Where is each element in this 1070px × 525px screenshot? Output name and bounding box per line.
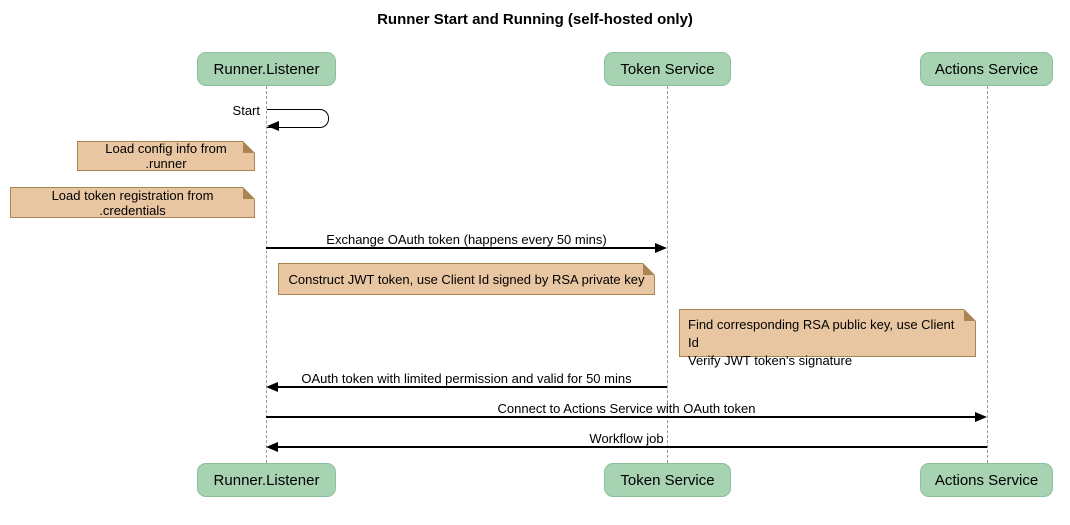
lifeline-actions-service [987, 86, 988, 463]
message-label-workflow-job: Workflow job [589, 431, 664, 446]
participant-actions-service-top: Actions Service [920, 52, 1053, 86]
participant-actions-service-bottom: Actions Service [920, 463, 1053, 497]
lifeline-runner-listener [266, 86, 267, 463]
note-text-line: Find corresponding RSA public key, use C… [688, 317, 955, 350]
participant-token-service-top: Token Service [604, 52, 731, 86]
message-label-exchange-oauth: Exchange OAuth token (happens every 50 m… [326, 232, 607, 247]
message-line-connect-actions [266, 416, 980, 418]
note-text-line: Verify JWT token's signature [688, 353, 853, 368]
participant-label: Runner.Listener [213, 60, 320, 78]
message-label-start: Start [232, 103, 260, 118]
diagram-title: Runner Start and Running (self-hosted on… [377, 11, 693, 28]
participant-runner-listener-bottom: Runner.Listener [197, 463, 336, 497]
message-line-oauth-return [273, 386, 667, 388]
participant-runner-listener-top: Runner.Listener [197, 52, 336, 86]
note-construct-jwt: Construct JWT token, use Client Id signe… [278, 263, 655, 295]
arrowhead-right-icon [655, 243, 667, 253]
participant-label: Runner.Listener [213, 471, 320, 489]
arrowhead-left-icon [267, 121, 279, 131]
note-text: Construct JWT token, use Client Id signe… [288, 271, 645, 287]
participant-label: Token Service [620, 60, 715, 78]
message-start-self-loop [267, 109, 329, 128]
message-label-oauth-return: OAuth token with limited permission and … [301, 371, 632, 386]
arrowhead-left-icon [266, 442, 278, 452]
note-text-wrap: Find corresponding RSA public key, use C… [688, 316, 967, 370]
arrowhead-left-icon [266, 382, 278, 392]
lifeline-token-service [667, 86, 668, 463]
note-load-token-registration: Load token registration from .credential… [10, 187, 255, 218]
note-verify-jwt: Find corresponding RSA public key, use C… [679, 309, 976, 368]
participant-label: Token Service [620, 471, 715, 489]
note-text: Load token registration from .credential… [51, 187, 214, 218]
participant-label: Actions Service [934, 471, 1039, 489]
message-line-exchange-oauth [266, 247, 660, 249]
message-label-connect-actions: Connect to Actions Service with OAuth to… [497, 401, 756, 416]
participant-label: Actions Service [934, 60, 1039, 78]
note-load-config: Load config info from .runner [77, 141, 255, 171]
note-text: Load config info from .runner [105, 141, 227, 171]
arrowhead-right-icon [975, 412, 987, 422]
participant-token-service-bottom: Token Service [604, 463, 731, 497]
message-line-workflow-job [273, 446, 987, 448]
